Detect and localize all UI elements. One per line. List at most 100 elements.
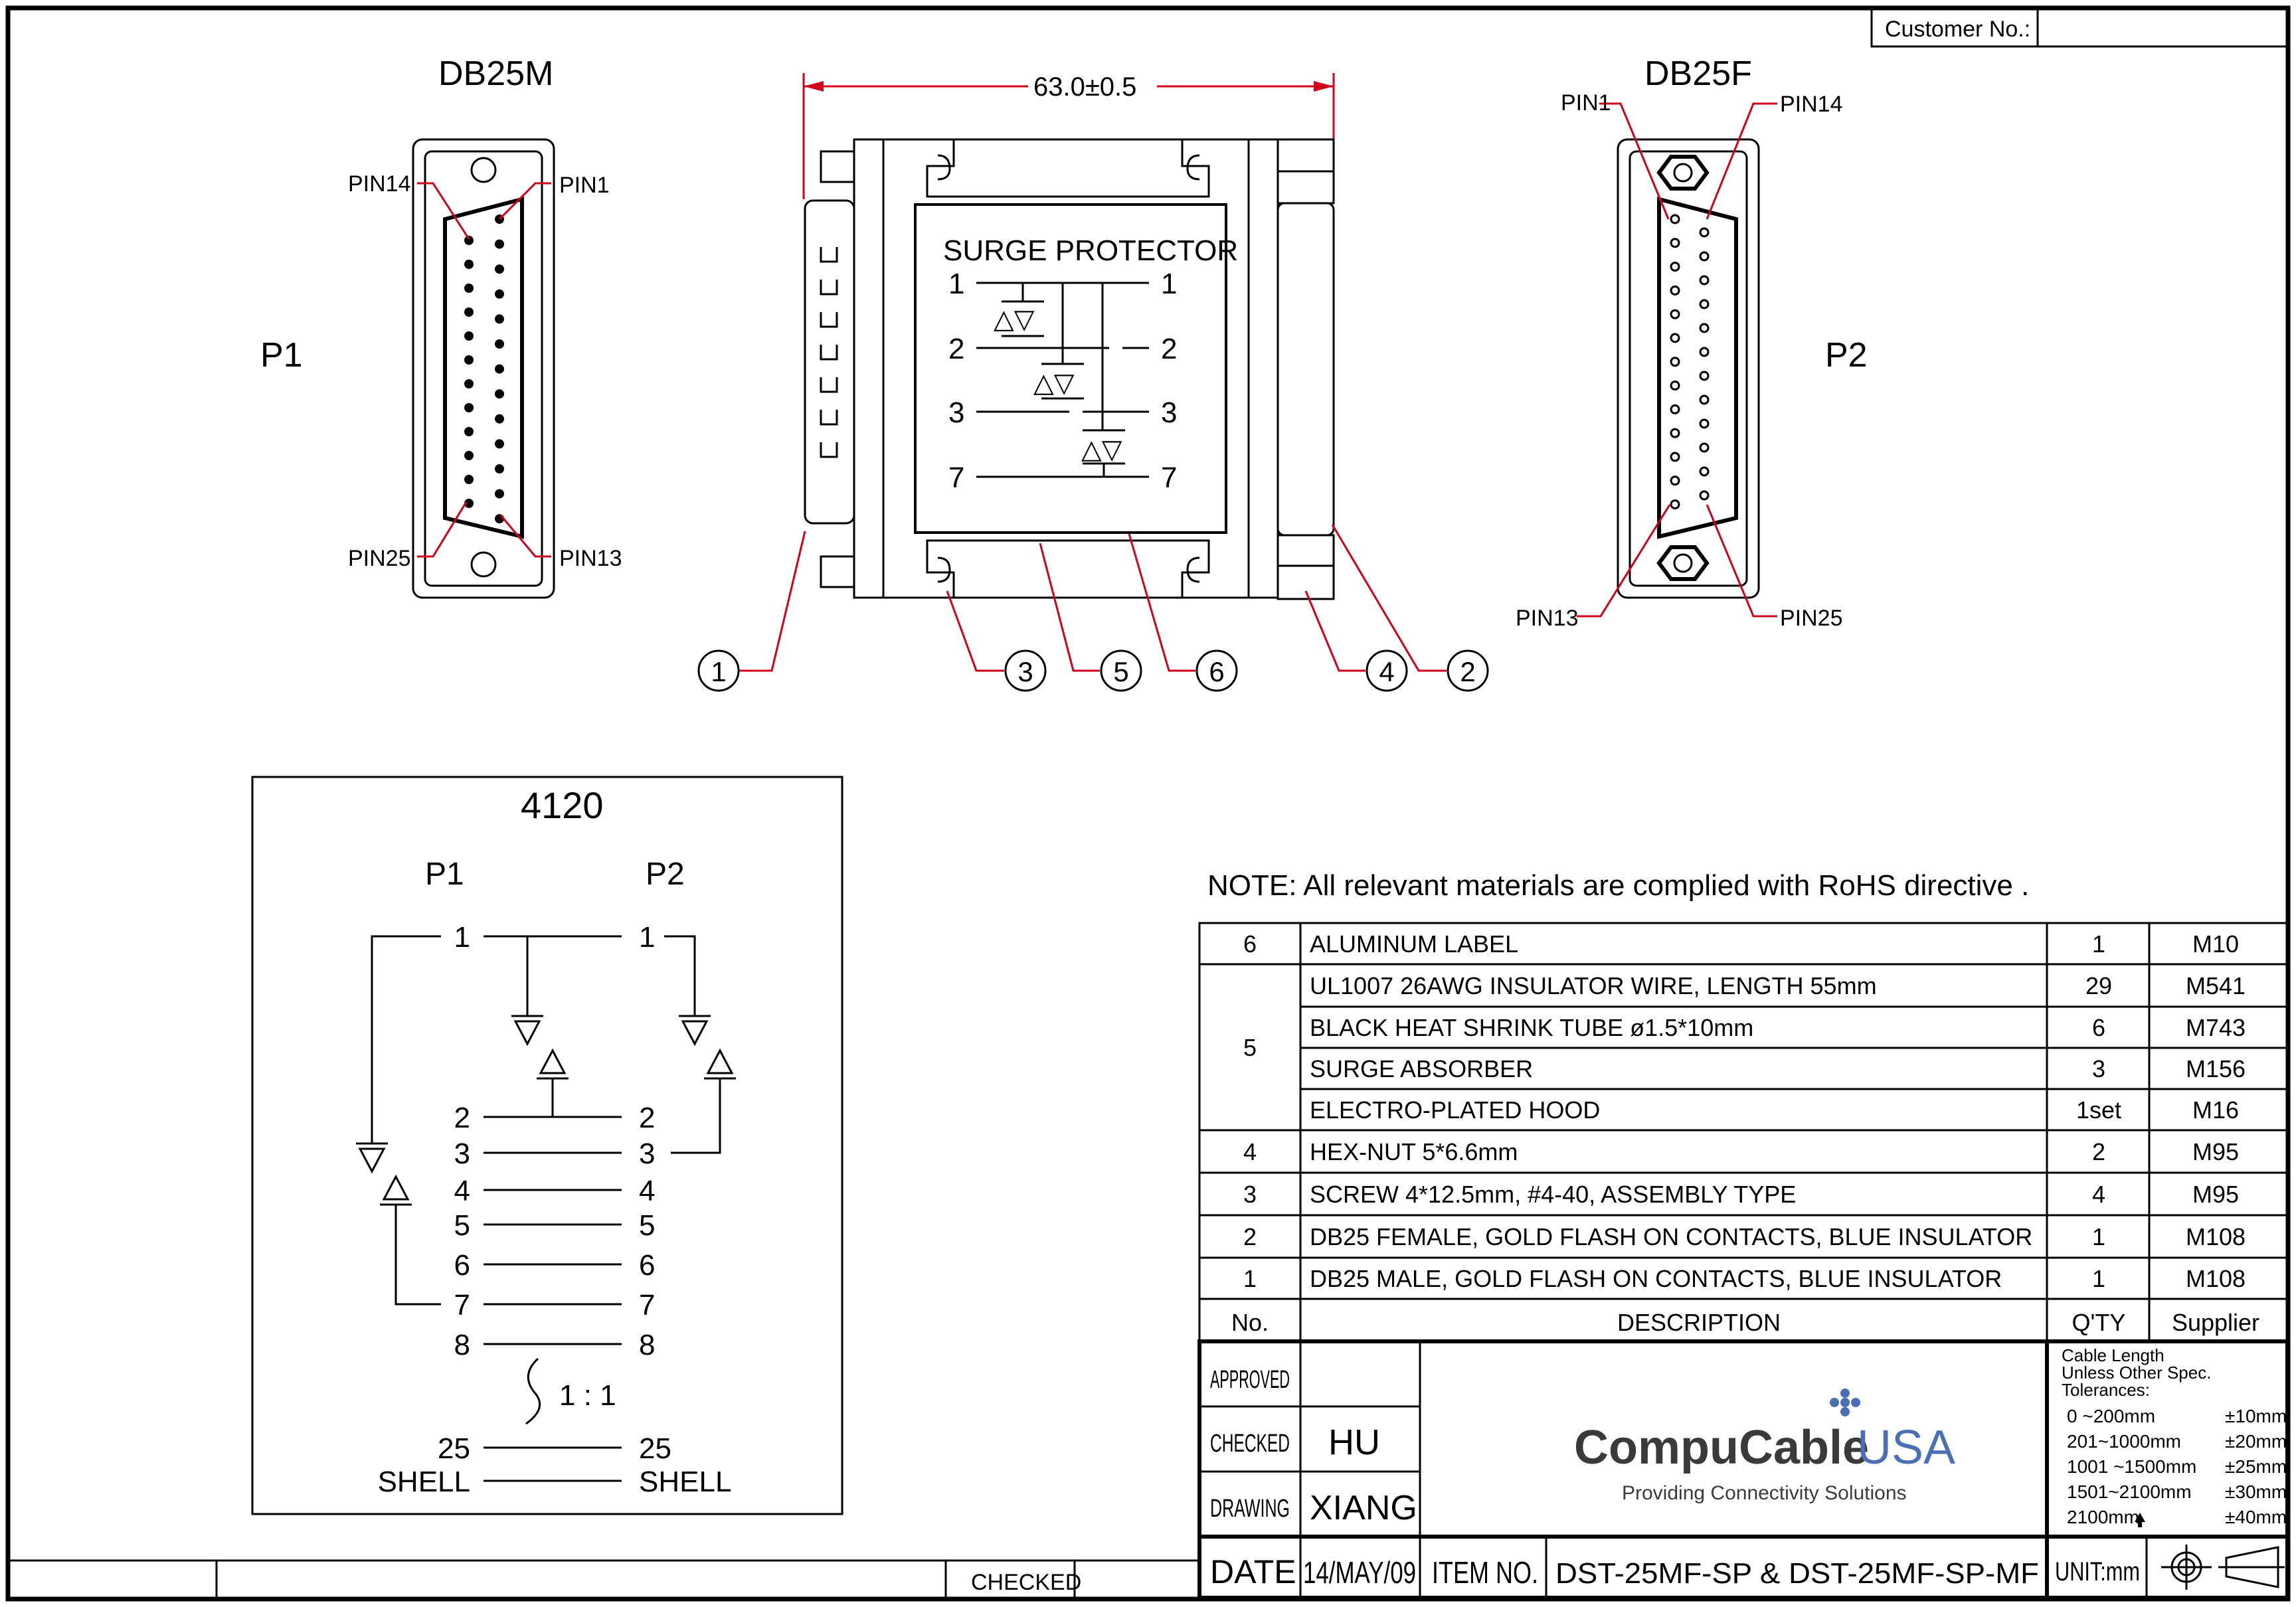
drawing-label: DRAWING xyxy=(1210,1495,1290,1523)
bom-supplier: M95 xyxy=(2192,1138,2239,1165)
p1-pin xyxy=(464,355,474,365)
p2-pin xyxy=(1670,404,1680,414)
p2-pin xyxy=(1670,214,1680,224)
p1-label: P1 xyxy=(260,336,303,375)
p1-pin xyxy=(464,451,474,460)
left-flange xyxy=(853,138,885,599)
bom-description: HEX-NUT 5*6.6mm xyxy=(1310,1138,1518,1165)
svg-text:△▽: △▽ xyxy=(994,305,1035,334)
screw-bottom-left xyxy=(820,555,855,588)
bom-qty: 2 xyxy=(2092,1138,2105,1165)
bom-supplier: M95 xyxy=(2192,1181,2239,1208)
title-block: APPROVED CHECKED HU DRAWING XIANG DATE 1… xyxy=(1197,1339,2289,1600)
tol-value-5: ±40mm xyxy=(2225,1507,2287,1527)
drawn-by: XIANG xyxy=(1310,1489,1417,1527)
label-pin-2-left: 2 xyxy=(948,333,964,365)
p2-pin xyxy=(1699,466,1710,477)
p1-pin25-leader xyxy=(417,501,468,558)
tol-range-1: 0 ~200mm xyxy=(2067,1406,2155,1426)
schematic-left-pin: 1 xyxy=(454,921,470,954)
p1-pin14-label: PIN14 xyxy=(348,171,411,197)
bom-qty: 1 xyxy=(2092,930,2105,958)
rohs-note: NOTE: All relevant materials are complie… xyxy=(1207,869,2029,902)
label-pin-2-right: 2 xyxy=(1161,333,1177,365)
schematic-frame xyxy=(251,776,843,1515)
bom-description: ELECTRO-PLATED HOOD xyxy=(1310,1096,1600,1124)
p2-pin xyxy=(1670,309,1680,319)
p1-pin xyxy=(464,260,474,269)
bom-qty: 3 xyxy=(2092,1055,2105,1082)
svg-text:3: 3 xyxy=(1017,656,1033,687)
p2-pin xyxy=(1699,251,1710,262)
plug-rib xyxy=(820,312,838,328)
p1-pin xyxy=(464,236,474,245)
bom-description: UL1007 26AWG INSULATOR WIRE, LENGTH 55mm xyxy=(1310,972,1877,999)
bom-supplier: M10 xyxy=(2192,930,2239,958)
bom-description: BLACK HEAT SHRINK TUBE ø1.5*10mm xyxy=(1310,1014,1753,1041)
p2-connector-name: DB25F xyxy=(1644,54,1752,93)
callout-5: 5 xyxy=(1100,649,1142,692)
tol-range-2: 201~1000mm xyxy=(2067,1431,2181,1452)
p1-pin14-leader xyxy=(417,182,470,240)
p2-pin xyxy=(1670,452,1680,462)
p1-pin xyxy=(464,331,474,341)
p2-pin13-label: PIN13 xyxy=(1516,606,1579,631)
schematic-right-pin: 5 xyxy=(639,1209,655,1242)
label-circuit: △▽ △▽ △▽ xyxy=(976,282,1149,478)
p2-pin14-leader xyxy=(1706,102,1777,220)
bom-header-supplier: Supplier xyxy=(2172,1309,2259,1336)
p1-shell-inner xyxy=(424,150,543,587)
p2-pin xyxy=(1699,442,1710,453)
schematic-right-pin: SHELL xyxy=(639,1466,731,1498)
schematic-title: 4120 xyxy=(521,784,604,826)
p2-pin1-label: PIN1 xyxy=(1561,90,1611,116)
bom-qty: 1 xyxy=(2092,1265,2105,1292)
bom-qty: 4 xyxy=(2092,1181,2105,1208)
schematic-left-pin: 5 xyxy=(454,1209,470,1242)
p1-pin xyxy=(495,264,504,274)
svg-text:4: 4 xyxy=(1379,656,1394,687)
bottom-checked-label: CHECKED xyxy=(971,1570,1081,1595)
tol-range-5: 2100mm xyxy=(2067,1507,2139,1527)
schematic-p2: P2 xyxy=(646,857,685,892)
p1-pin xyxy=(464,427,474,436)
item-no-value: DST-25MF-SP & DST-25MF-SP-MF xyxy=(1555,1557,2039,1590)
bom-qty: 6 xyxy=(2092,1014,2105,1041)
schematic-left-pin: 6 xyxy=(454,1249,470,1282)
checked-label: CHECKED xyxy=(1210,1430,1290,1458)
p2-pin xyxy=(1699,227,1710,238)
p2-hex-nut-bottom xyxy=(1656,545,1710,581)
p2-shell-inner xyxy=(1629,150,1748,587)
p2-pin xyxy=(1670,333,1680,343)
p1-pin xyxy=(464,499,474,508)
bom-supplier: M16 xyxy=(2192,1096,2239,1124)
p1-pin13-label: PIN13 xyxy=(559,546,622,571)
aluminum-label xyxy=(914,203,1227,534)
label-pin-3-left: 3 xyxy=(948,396,964,429)
svg-text:△▽: △▽ xyxy=(1033,369,1075,398)
svg-text:5: 5 xyxy=(1113,656,1128,687)
schematic-p1: P1 xyxy=(425,857,464,892)
db25f-receptacle-side xyxy=(1277,202,1335,537)
tol-value-1: ±10mm xyxy=(2225,1406,2287,1426)
p2-pin xyxy=(1670,475,1680,486)
p2-pin xyxy=(1670,262,1680,272)
p1-pin xyxy=(495,314,504,324)
p1-connector-name: DB25M xyxy=(438,54,553,93)
schematic-right-pin: 7 xyxy=(639,1289,655,1321)
svg-text:1: 1 xyxy=(711,656,726,687)
p1-pin xyxy=(495,364,504,374)
bom-item-no: 1 xyxy=(1243,1265,1257,1292)
p2-pin xyxy=(1670,381,1680,391)
p1-pin13-leader xyxy=(499,515,551,558)
svg-text:△▽: △▽ xyxy=(1081,435,1122,464)
p2-pin xyxy=(1670,285,1680,296)
bom-description: DB25 FEMALE, GOLD FLASH ON CONTACTS, BLU… xyxy=(1310,1223,2032,1250)
unit-label: UNIT:mm xyxy=(2055,1557,2140,1586)
bom-supplier: M108 xyxy=(2186,1223,2246,1250)
customer-box: Customer No.: xyxy=(1870,7,2289,48)
plug-rib xyxy=(820,377,838,393)
dim-arrow-left xyxy=(804,81,824,92)
